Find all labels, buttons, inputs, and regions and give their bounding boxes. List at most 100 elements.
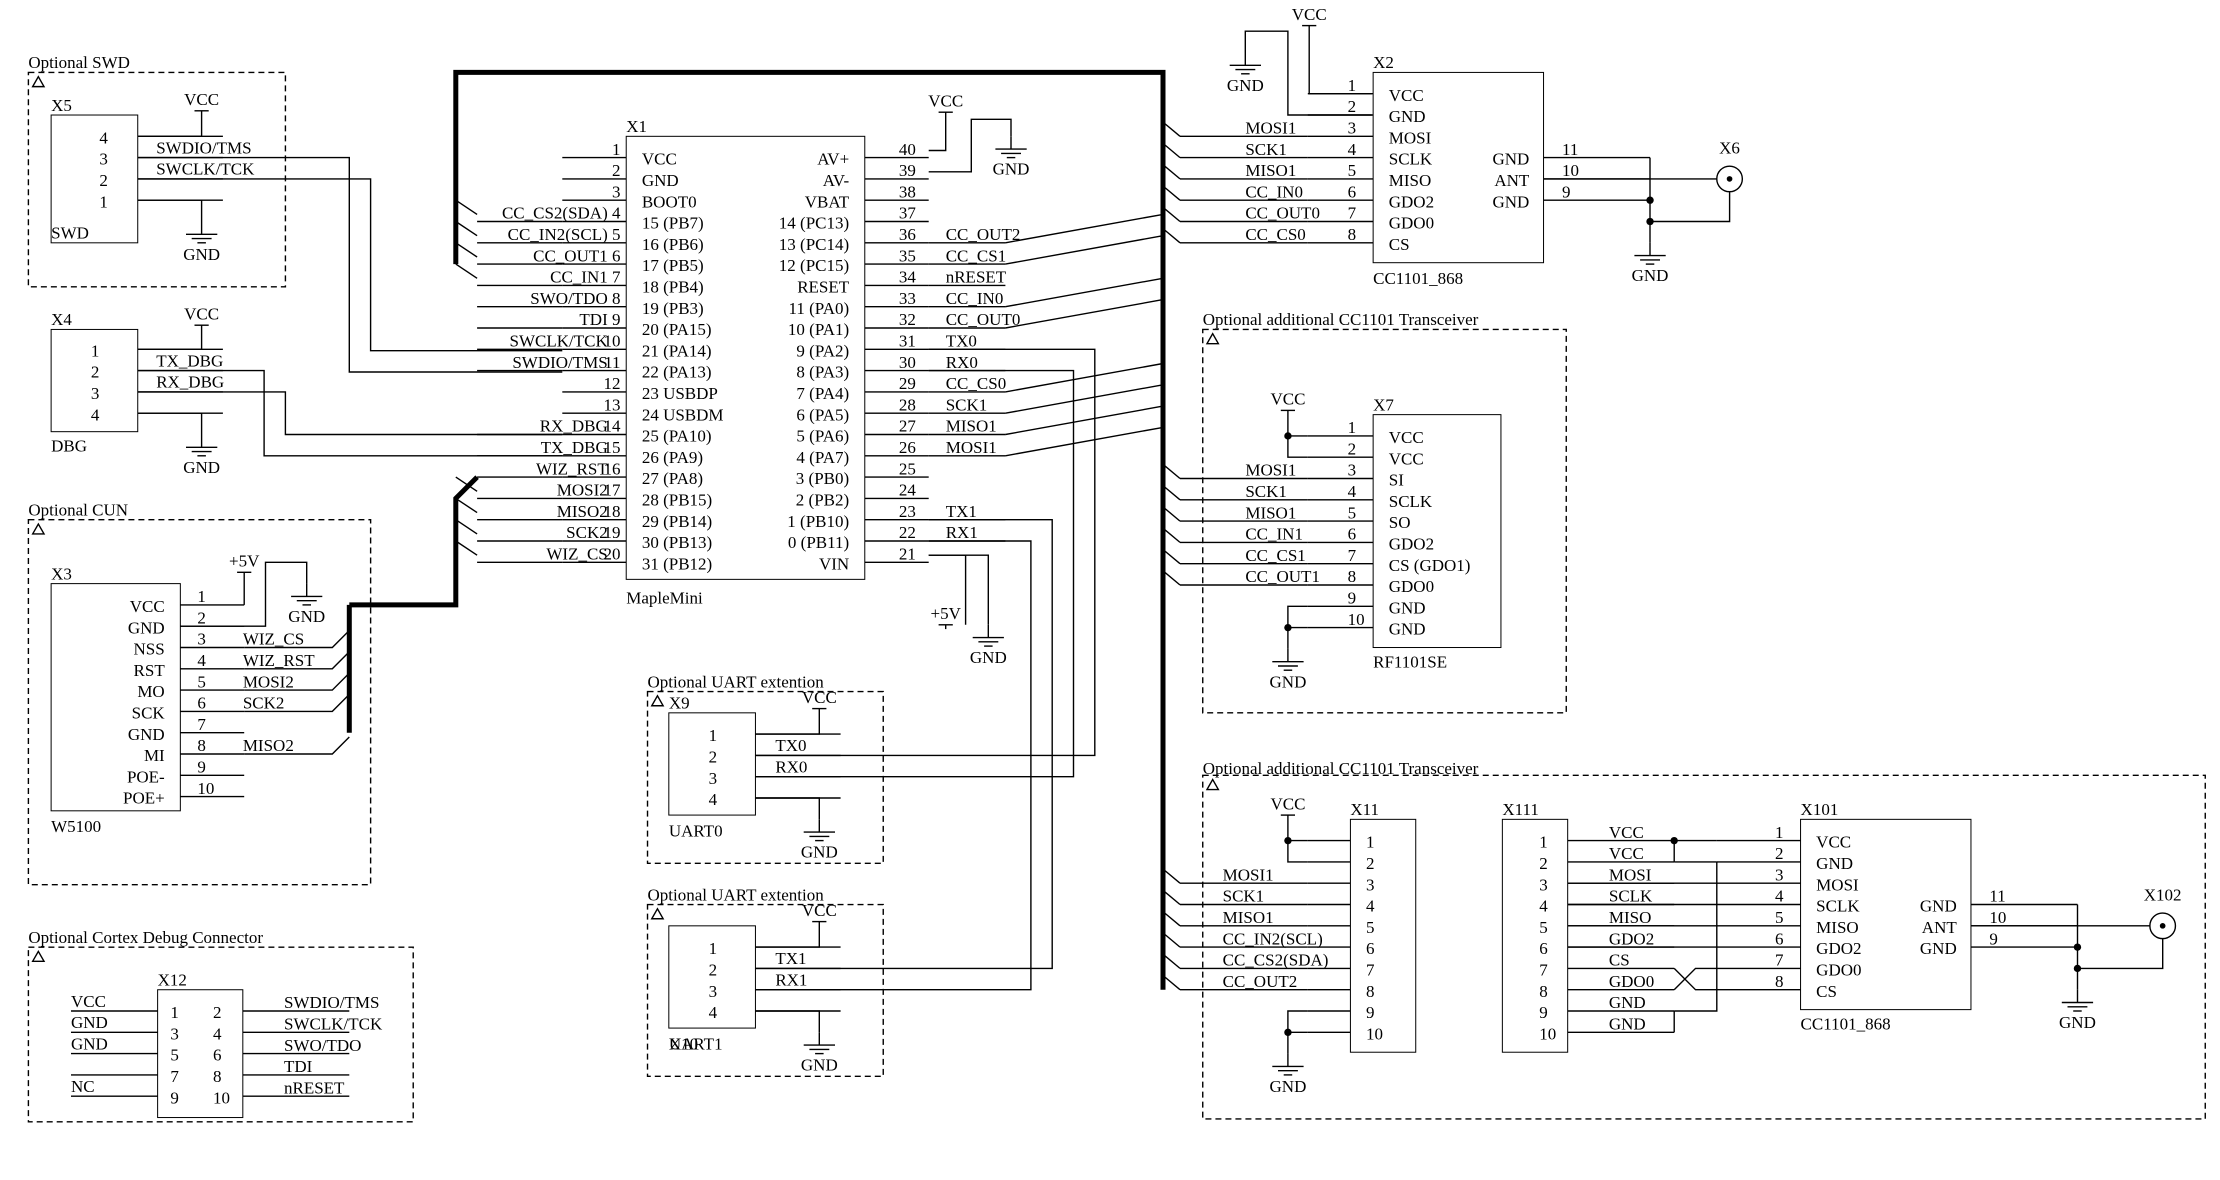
gnd-wire [1244,30,1372,116]
vcc-wire [928,112,947,152]
net-label: MOSI2 [243,672,294,691]
pin-label: 25 (PA10) [642,427,712,446]
pin-number: 5 [1348,161,1357,180]
net-label: SCK1 [1245,140,1287,159]
component-ref: X4 [51,310,72,329]
pin-label: GND [1816,854,1853,873]
bus-entry [1005,213,1164,244]
pin-number: 11 [604,353,620,372]
pin-label: 2 (PB2) [796,491,849,510]
pin-number: 35 [899,246,916,265]
net-label: SWDIO/TMS [284,993,379,1012]
bus-entry [1162,142,1181,159]
pin-number: 3 [709,769,718,788]
pin-number: 5 [612,225,621,244]
antenna-center-icon [2159,923,2166,929]
component-ref: X10 [669,1034,698,1053]
bus-entry [1162,506,1181,522]
net-label: MISO1 [1223,908,1274,927]
pin-number: 5 [197,672,206,691]
pin-number: 8 [197,736,206,755]
pin-number: 2 [213,1003,222,1022]
net-label: TX_DBG [541,438,608,457]
pin-number: 36 [899,225,916,244]
component-ref: X5 [51,96,72,115]
pin-number: 30 [899,353,916,372]
pin-number: 4 [1348,140,1357,159]
net-wire [137,369,563,457]
bus-entry [1162,548,1181,565]
pin-number: 8 [1539,982,1548,1001]
pin-label: GDO0 [1816,961,1861,980]
pin-number: 3 [1366,875,1375,894]
vcc-wire [1287,815,1308,863]
w5100-module [50,583,181,812]
gnd-wire [1650,191,1731,223]
gnd-label: GND [183,458,220,477]
component-ref: X9 [669,694,690,713]
pin-number: 38 [899,182,916,201]
power-label: VCC [1270,794,1305,813]
power-label: VCC [802,901,837,920]
junction-dot [2073,943,2082,951]
group-title: Optional Cortex Debug Connector [28,928,263,947]
pin-label: GDO2 [1389,535,1434,554]
component-ref: X111 [1502,800,1539,819]
group-uart1 [646,903,884,1078]
gnd-label: GND [1270,672,1307,691]
net-label: MOSI1 [946,438,997,457]
component-name: UART0 [669,821,723,840]
junction-dot [1284,623,1292,632]
pin-label: ANT [1922,918,1958,937]
net-wire [755,519,1053,970]
pin-number: 10 [1989,908,2006,927]
gnd-wire [928,118,1012,173]
net-label: GND [71,1034,108,1053]
pin-label: 1 (PB10) [787,512,849,531]
pin-number: 5 [1366,918,1375,937]
pin-number: 1 [709,726,718,745]
net-label: nRESET [946,268,1007,287]
gnd-label: GND [801,1056,838,1075]
bus-entry [1162,121,1181,137]
bus-entry [455,220,478,237]
pin-label: VCC [130,597,165,616]
component-name: RF1101SE [1373,652,1447,671]
pin-label: GND [128,725,165,744]
pin-label: MOSI [1816,875,1859,894]
net-label: nRESET [284,1078,345,1097]
net-label: CC_IN0 [946,289,1004,308]
pin-number: 10 [604,331,621,350]
pin-label: 17 (PB5) [642,256,704,275]
pin-label: 5 (PA6) [796,427,849,446]
pin-number: 8 [1775,972,1784,991]
bus-entry [455,199,478,215]
pin-number: 9 [1366,1003,1375,1022]
pin-label: GDO2 [1816,939,1861,958]
pin-number: 7 [1775,951,1784,970]
pin-number: 2 [1366,854,1375,873]
net-label: CC_CS1 [1245,546,1305,565]
net-label: GND [1609,1015,1646,1034]
net-label: CC_IN1 [1245,525,1303,544]
net-label: SWDIO/TMS [156,138,251,157]
net-label: CC_IN2(SCL) [1223,929,1323,948]
net-wire [755,369,1075,778]
gnd-link [1674,861,1718,1012]
vcc-wire [1308,25,1372,95]
pin-number: 23 [899,502,916,521]
net-label: CS [1609,951,1630,970]
group-marker-icon [1205,332,1220,345]
net-label: TX_DBG [156,351,223,370]
pin-label: VCC [1389,86,1424,105]
pin-label: SCK [132,704,166,723]
pin-number: 5 [170,1046,179,1065]
pin-label: SCLK [1816,897,1860,916]
pin-number: 8 [612,289,621,308]
net-wire [755,348,1096,757]
gnd-label: GND [1270,1077,1307,1096]
junction-dot [1284,432,1292,440]
net-label: CC_OUT0 [1245,204,1320,223]
pin-number: 2 [709,748,718,767]
